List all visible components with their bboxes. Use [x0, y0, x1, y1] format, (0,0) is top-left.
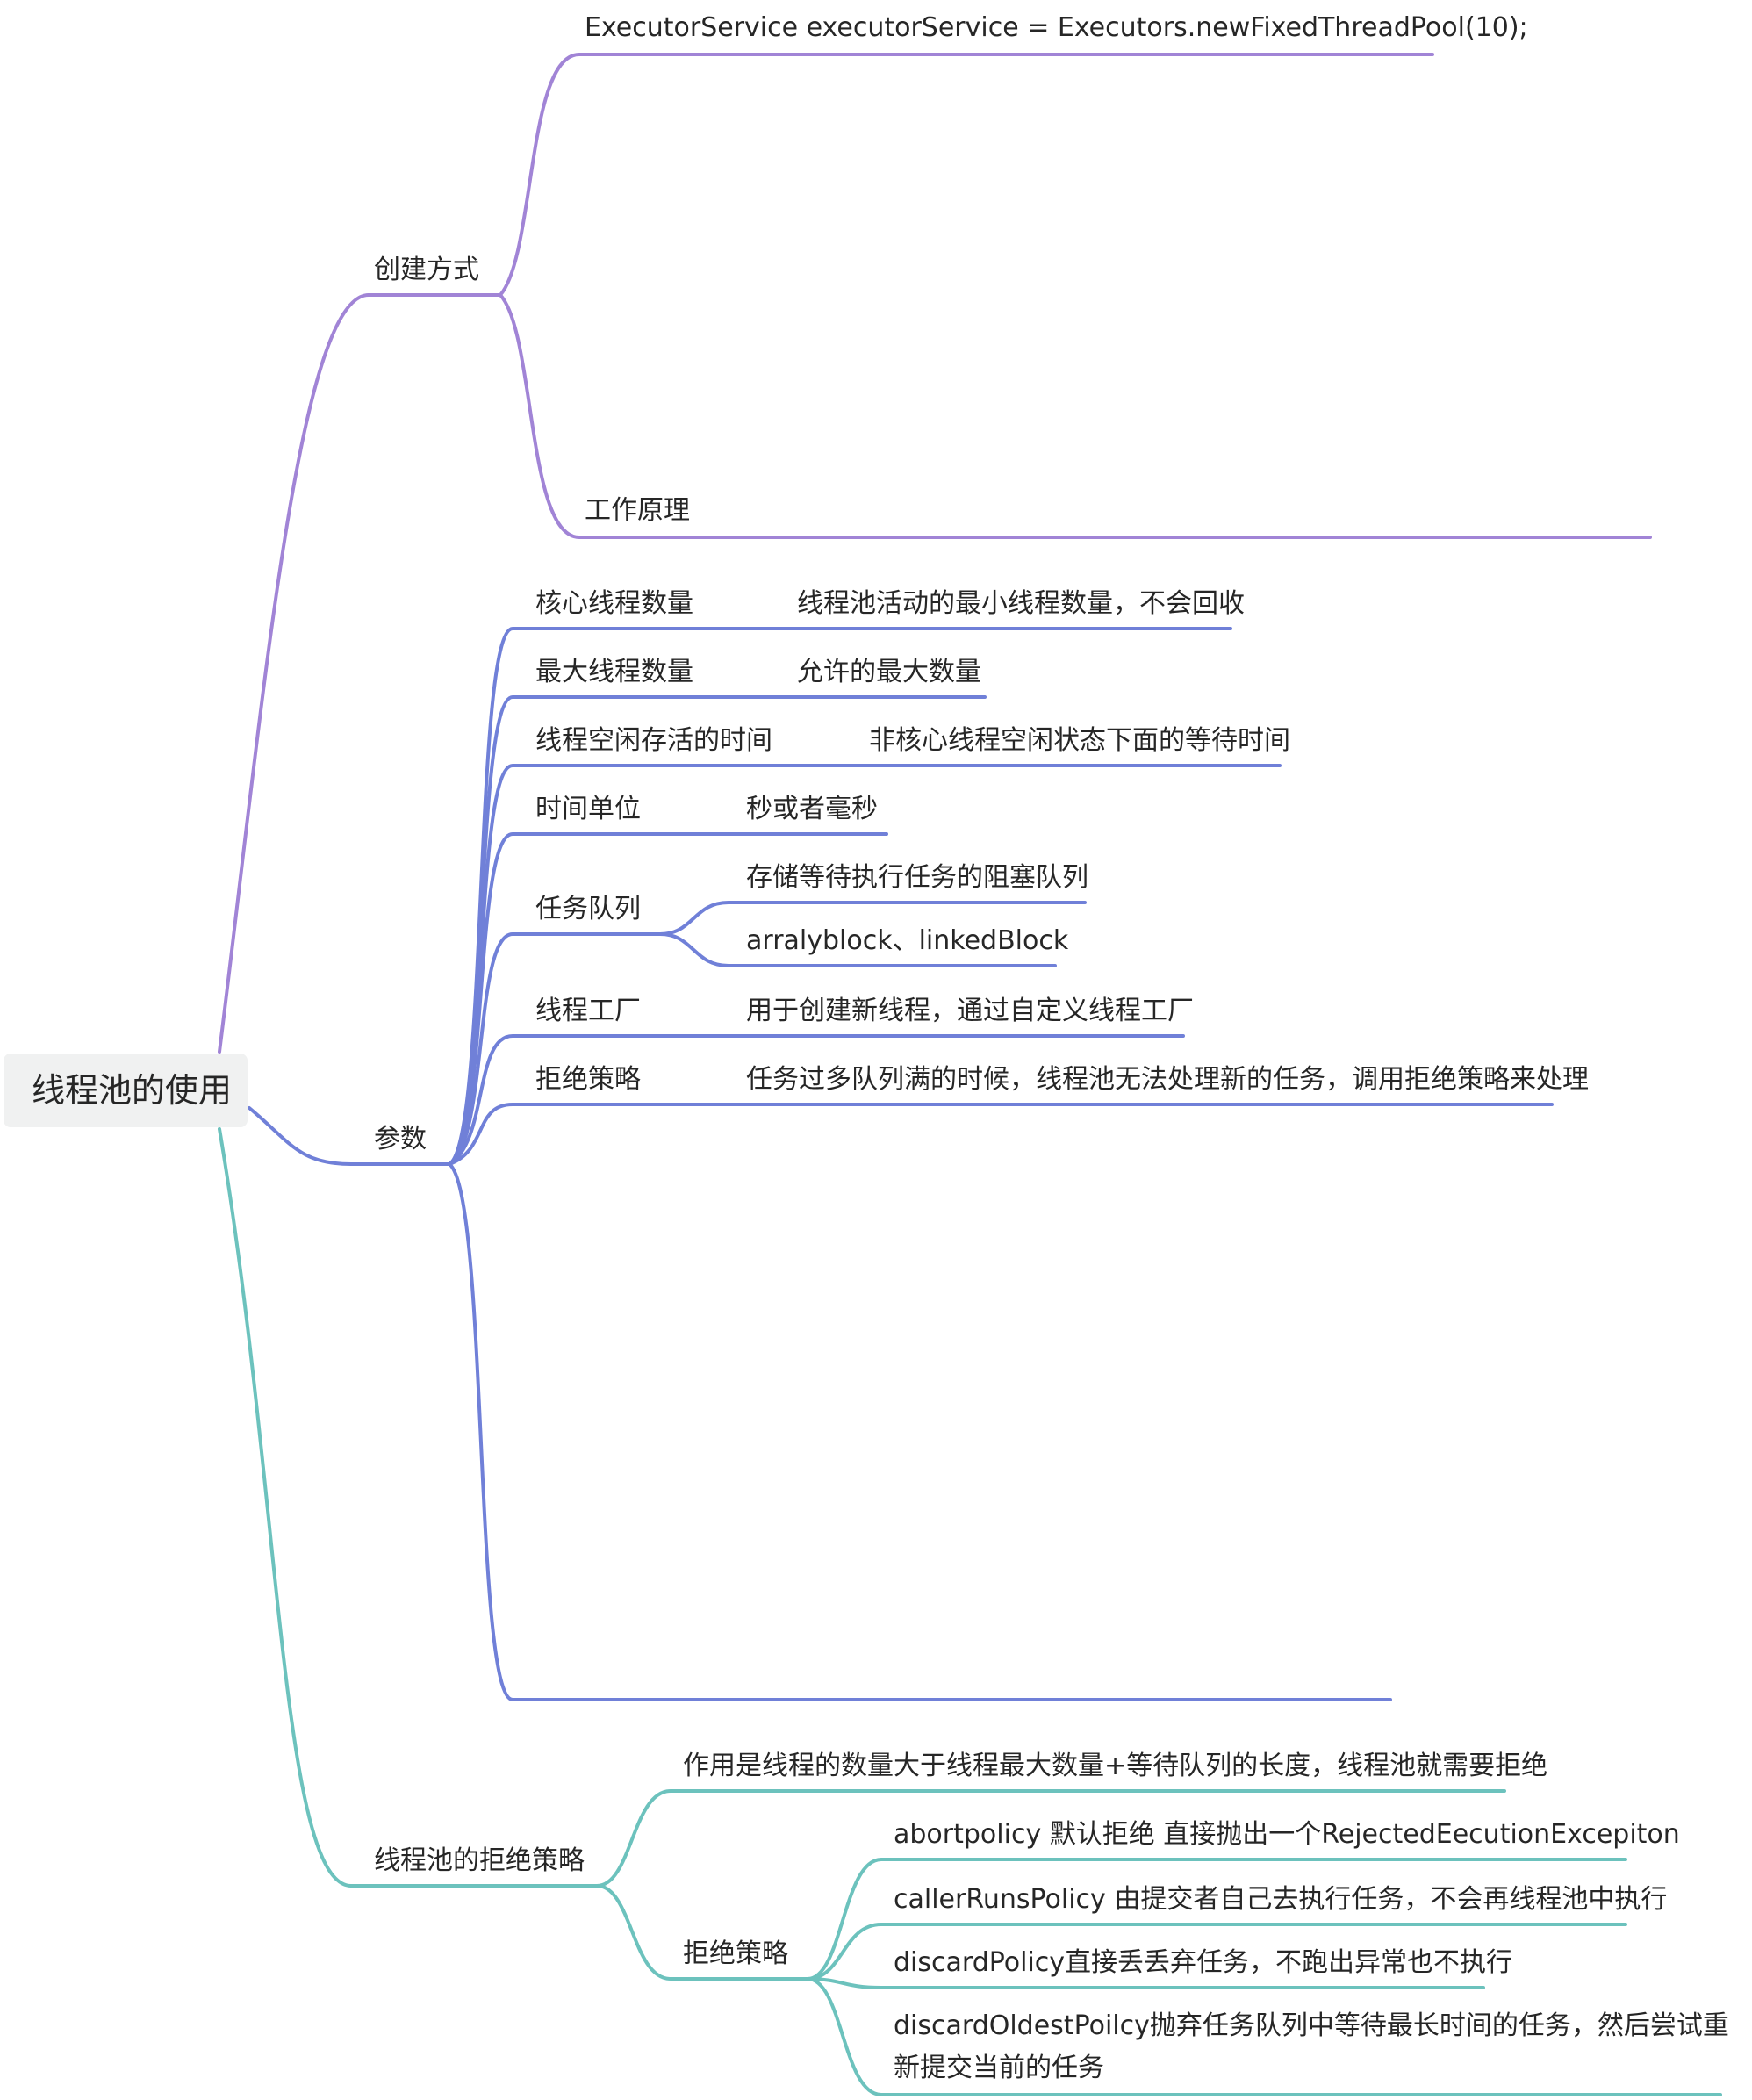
node-reject-policies[interactable]: 拒绝策略 [683, 1938, 788, 1969]
node-create-principle[interactable]: 工作原理 [585, 495, 690, 526]
connector-root-create [218, 293, 370, 1054]
node-create[interactable]: 创建方式 [374, 255, 479, 285]
connector-root-reject [218, 1127, 353, 1888]
node-policy-caller[interactable]: callerRunsPolicy 由提交者自己去执行任务，不会再线程池中执行 [894, 1884, 1668, 1915]
node-param-idle[interactable]: 线程空闲存活的时间 [535, 725, 772, 756]
connector-reject-purpose [595, 1789, 1506, 1888]
node-param-unit[interactable]: 时间单位 [535, 794, 641, 824]
node-policy-discard[interactable]: discardPolicy直接丢丢弃任务，不跑出异常也不执行 [894, 1947, 1513, 1978]
node-param-factory[interactable]: 线程工厂 [535, 996, 641, 1026]
node-param-queue-types[interactable]: arralyblock、linkedBlock [746, 925, 1069, 956]
connector-policy-discard [806, 1977, 1485, 1989]
node-reject[interactable]: 线程池的拒绝策略 [374, 1845, 585, 1876]
connector-params-reject [448, 1103, 1554, 1166]
node-param-unit-desc[interactable]: 秒或者毫秒 [746, 794, 878, 824]
node-param-core[interactable]: 核心线程数量 [535, 588, 693, 619]
node-policy-oldest[interactable]: discardOldestPoilcy抛弃任务队列中等待最长时间的任务，然后尝试… [894, 2010, 1729, 2083]
connector-root-params [248, 1106, 353, 1166]
connector-params-queue [448, 932, 662, 1166]
root-node-label: 线程池的使用 [32, 1071, 233, 1110]
connector-queue-types [658, 932, 1057, 967]
node-param-factory-desc[interactable]: 用于创建新线程，通过自定义线程工厂 [746, 996, 1194, 1026]
node-reject-purpose[interactable]: 作用是线程的数量大于线程最大数量+等待队列的长度，线程池就需要拒绝 [683, 1751, 1548, 1781]
node-policy-abort[interactable]: abortpolicy 默认拒绝 直接抛出一个RejectedEecutionE… [894, 1819, 1680, 1850]
node-param-max[interactable]: 最大线程数量 [535, 657, 693, 687]
connector-reject-policies [595, 1884, 809, 1981]
connector-create-principle [499, 293, 1652, 539]
node-param-reject-desc[interactable]: 任务过多队列满的时候，线程池无法处理新的任务，调用拒绝策略来处理 [746, 1064, 1589, 1095]
connector-queue-block [658, 901, 1087, 936]
connector-policy-caller [806, 1923, 1627, 1981]
node-param-queue-desc[interactable]: 存储等待执行任务的阻塞队列 [746, 862, 1088, 893]
connector-policy-abort [806, 1858, 1627, 1981]
node-params[interactable]: 参数 [374, 1124, 427, 1154]
node-param-core-desc[interactable]: 线程池活动的最小线程数量，不会回收 [797, 588, 1245, 619]
node-param-max-desc[interactable]: 允许的最大数量 [797, 657, 981, 687]
node-create-code[interactable]: ExecutorService executorService = Execut… [585, 12, 1528, 43]
connector-create-code [499, 53, 1434, 297]
connector-params-factory [448, 1034, 1185, 1166]
connector-params-unit [448, 832, 888, 1166]
root-node[interactable] [4, 1054, 248, 1127]
connector-params-bottom [448, 1162, 1392, 1701]
node-param-reject[interactable]: 拒绝策略 [535, 1064, 641, 1095]
node-param-queue[interactable]: 任务队列 [535, 894, 641, 924]
node-param-idle-desc[interactable]: 非核心线程空闲状态下面的等待时间 [869, 725, 1290, 756]
connector-policy-oldest [806, 1977, 1722, 2096]
